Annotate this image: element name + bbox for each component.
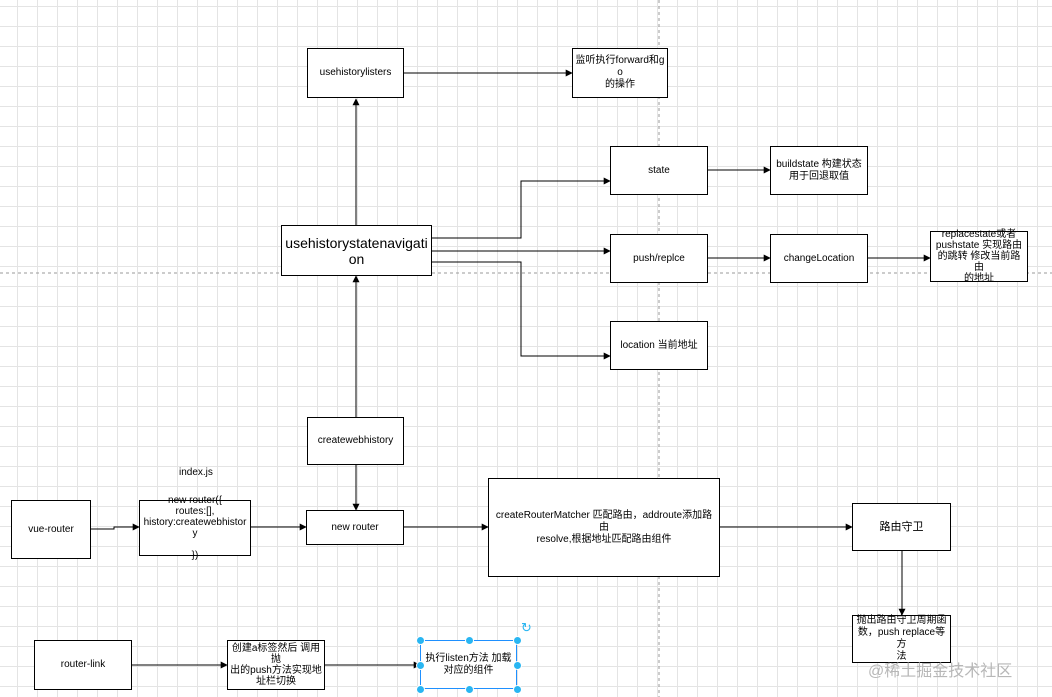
node-vue-router[interactable]: vue-router	[11, 500, 91, 559]
node-createwebhistory[interactable]: createwebhistory	[307, 417, 404, 465]
edge-nav-to-location	[432, 261, 611, 360]
node-new-router-code[interactable]: new router({ routes:[], history:createwe…	[139, 495, 251, 561]
node-state[interactable]: state	[610, 146, 708, 195]
selection-handle[interactable]	[465, 636, 474, 645]
node-push-replce[interactable]: push/replce	[610, 234, 708, 283]
selection-handle[interactable]	[513, 661, 522, 670]
node-route-guard[interactable]: 路由守卫	[852, 503, 951, 551]
node-changelocation[interactable]: changeLocation	[770, 234, 868, 283]
edge-vuerouter-to-code	[91, 523, 140, 531]
selection-handle[interactable]	[416, 636, 425, 645]
node-location[interactable]: location 当前地址	[610, 321, 708, 370]
selection-handle[interactable]	[465, 685, 474, 694]
node-listen-exec[interactable]: 执行listen方法 加载 对应的组件	[420, 640, 517, 689]
node-create-a-tag[interactable]: 创建a标签然后 调用抛 出的push方法实现地 址栏切换	[227, 640, 325, 690]
node-listen-note[interactable]: 监听执行forward和go 的操作	[572, 48, 668, 98]
rotate-icon[interactable]: ↻	[521, 620, 532, 635]
node-usehistorystatenavigation[interactable]: usehistorystatenavigation	[281, 225, 432, 276]
selection-handle[interactable]	[416, 685, 425, 694]
watermark: @稀土掘金技术社区	[868, 663, 1013, 680]
node-guard-hooks[interactable]: 抛出路由守卫周期函 数，push replace等方 法	[852, 615, 951, 663]
selection-handle[interactable]	[513, 685, 522, 694]
node-router-link[interactable]: router-link	[34, 640, 132, 690]
selection-handle[interactable]	[416, 661, 425, 670]
node-usehistorylisters[interactable]: usehistorylisters	[307, 48, 404, 98]
node-create-router-matcher[interactable]: createRouterMatcher 匹配路由，addroute添加路由 re…	[488, 478, 720, 577]
selection-handle[interactable]	[513, 636, 522, 645]
node-replacestate-note[interactable]: replacestate或者 pushstate 实现路由 的跳转 修改当前路由…	[930, 229, 1028, 284]
label-index-js: index.js	[179, 467, 213, 478]
node-new-router[interactable]: new router	[306, 510, 404, 545]
node-buildstate[interactable]: buildstate 构建状态 用于回退取值	[770, 146, 868, 195]
edge-nav-to-state	[432, 177, 611, 239]
